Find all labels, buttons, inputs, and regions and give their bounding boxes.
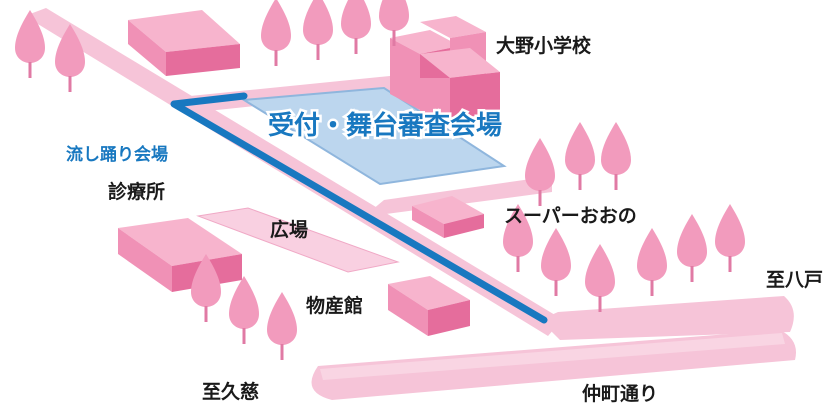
tree-icon	[525, 138, 555, 206]
hachinohe-label: 至八戸	[766, 269, 823, 291]
building-products-hall	[388, 276, 470, 336]
school-label: 大野小学校	[496, 34, 592, 57]
tree-icon	[341, 0, 371, 54]
lower-right-road	[540, 296, 794, 340]
building-school	[390, 16, 500, 120]
tree-icon	[601, 122, 631, 190]
tree-icon	[261, 0, 291, 66]
plaza-ground	[196, 207, 400, 273]
building-top-left	[128, 10, 240, 76]
kuji-label: 至久慈	[202, 380, 259, 403]
supermarket-street	[372, 176, 552, 214]
upper-street	[172, 72, 446, 112]
main-venue-label: 受付・舞台審査会場	[268, 110, 502, 141]
tree-icon	[637, 228, 667, 296]
tree-icon	[715, 204, 745, 272]
nakamachi-road-highlight	[320, 333, 785, 380]
dance-venue-label: 流し踊り会場	[66, 144, 168, 165]
tree-icon	[677, 214, 707, 282]
tree-icon	[229, 276, 259, 344]
plaza-label: 広場	[270, 218, 308, 241]
labels: 大野小学校 受付・舞台審査会場 流し踊り会場 診療所 広場 スーパーおおの 至八…	[66, 34, 823, 405]
dance-route-line	[170, 92, 548, 324]
clinic-label: 診療所	[108, 180, 165, 203]
products-hall-label: 物産館	[306, 294, 363, 317]
tree-icon	[267, 292, 297, 360]
tree-icon	[565, 122, 595, 190]
tree-icon	[303, 0, 333, 60]
supermarket-label: スーパーおおの	[504, 205, 637, 227]
building-clinic	[118, 218, 242, 292]
tree-icon	[585, 244, 615, 312]
nakamachi-label: 仲町通り	[582, 382, 658, 405]
main-venue-ground	[240, 86, 507, 186]
building-supermarket	[412, 196, 484, 238]
tree-icon	[541, 228, 571, 296]
